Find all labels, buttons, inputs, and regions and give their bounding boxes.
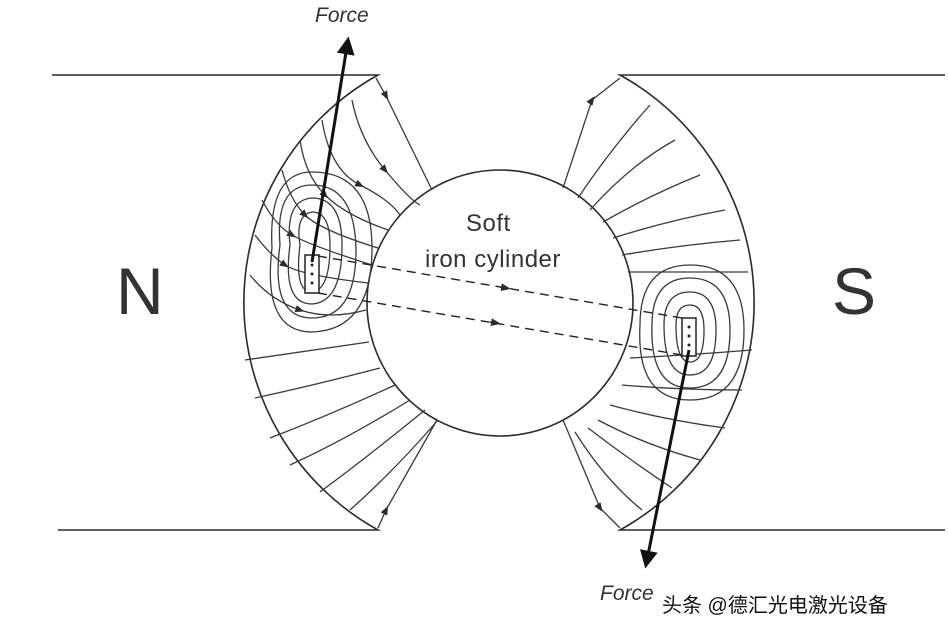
south-pole-label: S: [832, 254, 876, 328]
soft-iron-cylinder: [366, 169, 634, 437]
south-pole: [616, 74, 945, 531]
force-label-top: Force: [315, 4, 369, 27]
field-lines-left: [244, 77, 439, 529]
force-arrow-down: [639, 349, 691, 569]
force-label-bottom: Force: [600, 582, 654, 605]
dashed-coil-lines: [317, 255, 683, 356]
cylinder-label-line2: iron cylinder: [425, 246, 561, 273]
force-arrow-up: [310, 36, 355, 263]
watermark: 头条 @德汇光电激光设备: [662, 594, 888, 617]
cylinder-label-line1: Soft: [466, 210, 511, 237]
north-pole: [52, 74, 382, 531]
north-pole-label: N: [116, 254, 164, 328]
